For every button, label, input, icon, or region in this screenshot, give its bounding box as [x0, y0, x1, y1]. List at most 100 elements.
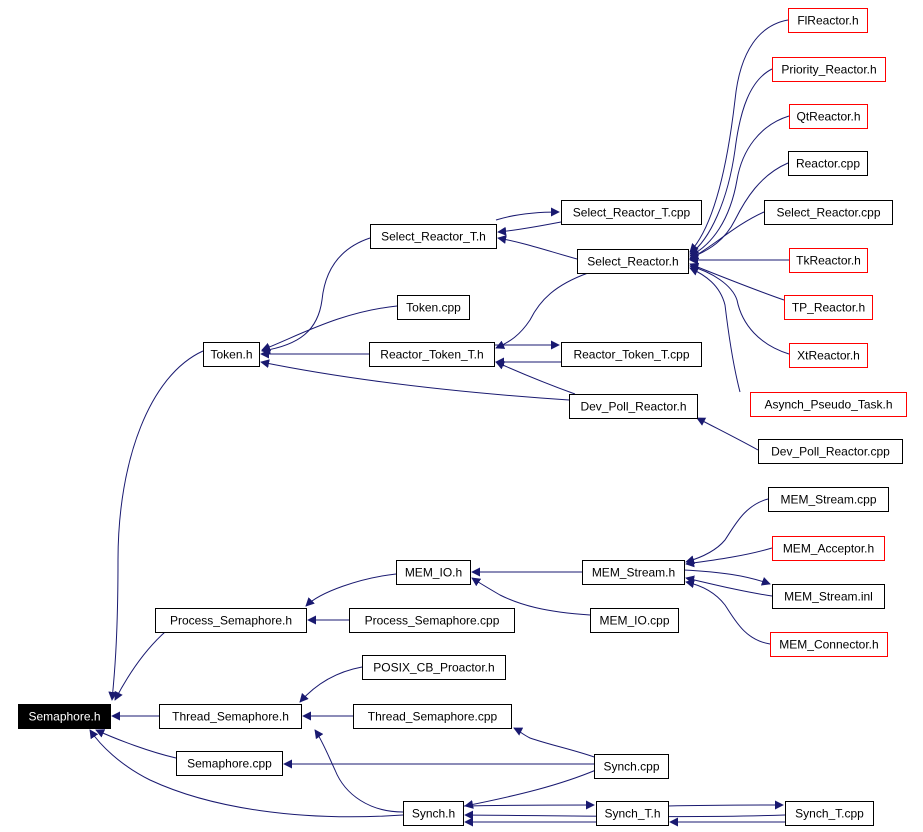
node-box	[594, 754, 669, 779]
node-label: Semaphore.cpp	[187, 757, 272, 771]
node-box	[159, 704, 302, 729]
node-box	[396, 560, 471, 585]
node-reactor-token-t-h[interactable]: Reactor_Token_T.h	[369, 342, 495, 367]
node-process-semaphore-h[interactable]: Process_Semaphore.h	[155, 608, 307, 633]
node-label: Select_Reactor.cpp	[776, 206, 880, 220]
edge-select_reactor_h-to-reactor_token_t_h	[495, 272, 589, 349]
node-box	[785, 801, 874, 826]
node-box	[569, 394, 698, 419]
node-semaphore-h: Semaphore.h	[18, 704, 111, 729]
node-dev-poll-reactor-h[interactable]: Dev_Poll_Reactor.h	[569, 394, 698, 419]
node-box	[349, 608, 515, 633]
node-token-cpp[interactable]: Token.cpp	[397, 295, 470, 320]
edge-synch_h-to-synch_t_h	[462, 800, 595, 810]
edge-tp_reactor_h-to-select_reactor_h	[689, 262, 785, 301]
node-box	[582, 560, 685, 585]
node-mem-stream-inl[interactable]: MEM_Stream.inl	[772, 584, 885, 609]
node-synch-cpp[interactable]: Synch.cpp	[594, 754, 669, 779]
node-flreactor-h[interactable]: FlReactor.h	[788, 8, 868, 33]
node-label: Synch_T.cpp	[795, 807, 864, 821]
node-box	[561, 342, 702, 367]
edge-synch_cpp-to-synch_h	[464, 769, 597, 809]
node-synch-h[interactable]: Synch.h	[403, 801, 464, 826]
node-qtreactor-h[interactable]: QtReactor.h	[789, 104, 868, 129]
edge-select_reactor_h-to-select_reactor_t_h	[497, 235, 578, 260]
node-label: Select_Reactor.h	[587, 255, 678, 269]
node-label: Asynch_Pseudo_Task.h	[764, 398, 892, 412]
node-box	[596, 801, 669, 826]
node-label: MEM_IO.cpp	[599, 614, 669, 628]
node-box	[403, 801, 464, 826]
node-select-reactor-h[interactable]: Select_Reactor.h	[577, 249, 689, 274]
edge-mem_connector_h-to-mem_stream_h	[685, 579, 771, 645]
edge-semaphore_cpp-to-semaphore_h	[95, 729, 177, 759]
nodes: Semaphore.hToken.hSelect_Reactor_T.hSele…	[18, 8, 907, 826]
node-select-reactor-cpp[interactable]: Select_Reactor.cpp	[764, 200, 893, 225]
node-select-reactor-t-h[interactable]: Select_Reactor_T.h	[370, 224, 497, 249]
node-label: QtReactor.h	[796, 110, 860, 124]
edge-mem_acceptor_h-to-mem_stream_h	[685, 547, 773, 568]
node-mem-connector-h[interactable]: MEM_Connector.h	[770, 632, 888, 657]
node-tp-reactor-h[interactable]: TP_Reactor.h	[784, 295, 873, 320]
node-box	[788, 8, 868, 33]
edge-synch_cpp-to-thread_semaphore_cpp	[513, 727, 598, 759]
edge-synch_h-to-thread_semaphore_h	[314, 729, 404, 813]
node-label: Token.cpp	[406, 301, 461, 315]
node-label: XtReactor.h	[797, 349, 860, 363]
node-label: Dev_Poll_Reactor.cpp	[771, 445, 890, 459]
edge-reactor_cpp-to-select_reactor_h	[689, 162, 789, 260]
node-process-semaphore-cpp[interactable]: Process_Semaphore.cpp	[349, 608, 515, 633]
node-box	[18, 704, 111, 729]
edges	[89, 19, 790, 827]
edge-mem_stream_inl-to-mem_stream_h	[685, 575, 773, 597]
node-mem-io-cpp[interactable]: MEM_IO.cpp	[590, 608, 679, 633]
node-label: MEM_IO.h	[405, 566, 462, 580]
node-label: MEM_Stream.h	[592, 566, 675, 580]
node-posix-cb-proactor-h[interactable]: POSIX_CB_Proactor.h	[362, 655, 506, 680]
edge-asynch_pseudo_task_h-to-select_reactor_h	[689, 267, 741, 393]
node-label: Token.h	[210, 348, 252, 362]
node-mem-stream-h[interactable]: MEM_Stream.h	[582, 560, 685, 585]
node-label: Synch.h	[412, 807, 455, 821]
node-asynch-pseudo-task-h[interactable]: Asynch_Pseudo_Task.h	[750, 392, 907, 417]
node-box	[764, 200, 893, 225]
node-label: TP_Reactor.h	[792, 301, 865, 315]
node-xtreactor-h[interactable]: XtReactor.h	[789, 343, 868, 368]
node-label: Dev_Poll_Reactor.h	[580, 400, 686, 414]
node-mem-stream-cpp[interactable]: MEM_Stream.cpp	[768, 487, 889, 512]
node-reactor-cpp[interactable]: Reactor.cpp	[788, 151, 868, 176]
node-box	[590, 608, 679, 633]
node-tkreactor-h[interactable]: TkReactor.h	[789, 248, 868, 273]
node-priority-reactor-h[interactable]: Priority_Reactor.h	[772, 57, 886, 82]
edge-dev_poll_reactor_h-to-reactor_token_t_h	[495, 361, 576, 395]
node-dev-poll-reactor-cpp[interactable]: Dev_Poll_Reactor.cpp	[758, 439, 903, 464]
node-synch-t-h[interactable]: Synch_T.h	[596, 801, 669, 826]
node-semaphore-cpp[interactable]: Semaphore.cpp	[176, 751, 283, 776]
node-label: Synch_T.h	[604, 807, 660, 821]
node-label: Thread_Semaphore.cpp	[368, 710, 498, 724]
node-synch-t-cpp[interactable]: Synch_T.cpp	[785, 801, 874, 826]
node-box	[784, 295, 873, 320]
edge-select_reactor_t_cpp-to-select_reactor_t_h	[497, 221, 562, 236]
node-label: MEM_Connector.h	[779, 638, 878, 652]
node-label: Process_Semaphore.h	[170, 614, 292, 628]
node-box	[176, 751, 283, 776]
node-box	[772, 584, 885, 609]
node-select-reactor-t-cpp[interactable]: Select_Reactor_T.cpp	[561, 200, 702, 225]
node-box	[369, 342, 495, 367]
edge-mem_io_cpp-to-mem_io_h	[471, 577, 591, 616]
node-box	[397, 295, 470, 320]
node-mem-io-h[interactable]: MEM_IO.h	[396, 560, 471, 585]
edge-select_reactor_cpp-to-select_reactor_h	[689, 211, 765, 260]
node-reactor-token-t-cpp[interactable]: Reactor_Token_T.cpp	[561, 342, 702, 367]
node-thread-semaphore-cpp[interactable]: Thread_Semaphore.cpp	[353, 704, 512, 729]
node-label: FlReactor.h	[797, 14, 858, 28]
node-box	[155, 608, 307, 633]
node-label: Reactor_Token_T.cpp	[573, 348, 689, 362]
node-label: Semaphore.h	[28, 710, 100, 724]
node-mem-acceptor-h[interactable]: MEM_Acceptor.h	[772, 536, 885, 561]
node-thread-semaphore-h[interactable]: Thread_Semaphore.h	[159, 704, 302, 729]
node-box	[789, 343, 868, 368]
node-token-h[interactable]: Token.h	[203, 342, 260, 367]
